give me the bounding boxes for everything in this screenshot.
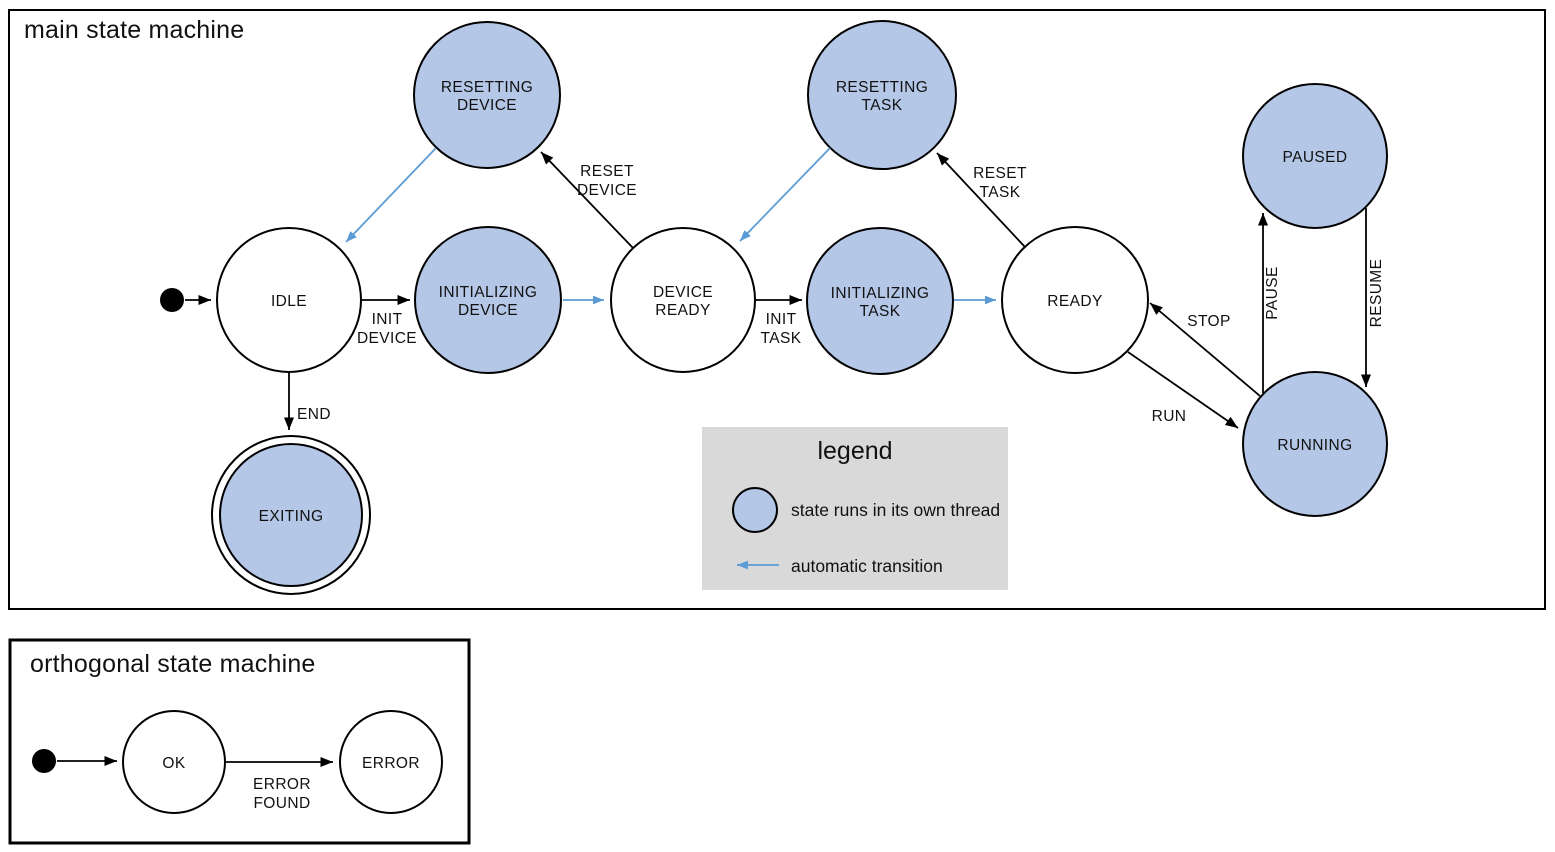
transition-label-error-found-line1: ERROR — [253, 776, 311, 793]
state-ok-label: OK — [162, 755, 185, 772]
legend-thread-item-label: state runs in its own thread — [791, 500, 1000, 520]
state-resetting-task-label-line2: TASK — [862, 97, 903, 114]
legend-title: legend — [817, 437, 892, 465]
state-initializing-task — [806, 227, 954, 375]
transition-label-init-task-line2: TASK — [761, 330, 802, 347]
transition-label-resume: RESUME — [1368, 259, 1385, 328]
transition-label-pause: PAUSE — [1264, 266, 1281, 319]
orthogonal-machine-title: orthogonal state machine — [30, 650, 316, 678]
transition-label-reset-task-line2: TASK — [980, 184, 1021, 201]
transition-label-reset-device-line1: RESET — [580, 163, 634, 180]
state-error — [339, 710, 443, 814]
transition-label-init-device-line2: DEVICE — [357, 330, 417, 347]
transition-running-to-ready — [1149, 302, 1261, 397]
state-running-label: RUNNING — [1277, 437, 1352, 454]
state-paused-label: PAUSED — [1283, 149, 1348, 166]
transition-label-stop: STOP — [1187, 313, 1231, 330]
state-initializing-task-label-line2: TASK — [860, 303, 901, 320]
transition-label-error-found-line2: FOUND — [253, 795, 310, 812]
main-machine-title: main state machine — [24, 16, 244, 44]
transition-ready-to-running — [1127, 351, 1239, 429]
state-initializing-device — [414, 226, 562, 374]
main-machine-box — [8, 9, 1546, 610]
state-resetting-device — [413, 21, 561, 169]
transition-label-run: RUN — [1152, 408, 1187, 425]
auto-transition-resetting-device-to-idle — [345, 147, 437, 243]
state-idle-label: IDLE — [271, 293, 307, 310]
state-resetting-task-label-line1: RESETTING — [836, 79, 928, 96]
state-ready — [1001, 226, 1149, 374]
state-initializing-task-label-line1: INITIALIZING — [831, 285, 930, 302]
state-exiting-label: EXITING — [259, 508, 324, 525]
state-initializing-device-label-line2: DEVICE — [458, 302, 518, 319]
state-device-ready-label-line1: DEVICE — [653, 284, 713, 301]
state-initializing-device-label-line1: INITIALIZING — [439, 284, 538, 301]
state-resetting-task — [807, 20, 957, 170]
state-running — [1242, 371, 1388, 517]
transition-ready-to-resetting-task — [936, 152, 1026, 248]
transition-label-end: END — [297, 406, 331, 423]
state-ready-label: READY — [1047, 293, 1102, 310]
initial-state-dot — [160, 288, 184, 312]
transition-label-reset-task-line1: RESET — [973, 165, 1027, 182]
orthogonal-machine-box — [8, 638, 471, 845]
transition-device-ready-to-resetting-device — [540, 151, 634, 249]
auto-transition-resetting-task-to-device-ready — [739, 147, 831, 242]
state-device-ready — [610, 227, 756, 373]
legend-auto-item-label: automatic transition — [791, 556, 943, 576]
orthogonal-initial-state-dot — [32, 749, 56, 773]
transition-label-init-device-line1: INIT — [372, 311, 403, 328]
state-exiting — [219, 443, 363, 587]
transition-label-init-task-line1: INIT — [766, 311, 797, 328]
state-error-label: ERROR — [362, 755, 420, 772]
state-device-ready-label-line2: READY — [655, 302, 710, 319]
state-paused — [1242, 83, 1388, 229]
state-resetting-device-label-line2: DEVICE — [457, 97, 517, 114]
state-resetting-device-label-line1: RESETTING — [441, 79, 533, 96]
transition-label-reset-device-line2: DEVICE — [577, 182, 637, 199]
legend-thread-state-swatch — [732, 487, 778, 533]
